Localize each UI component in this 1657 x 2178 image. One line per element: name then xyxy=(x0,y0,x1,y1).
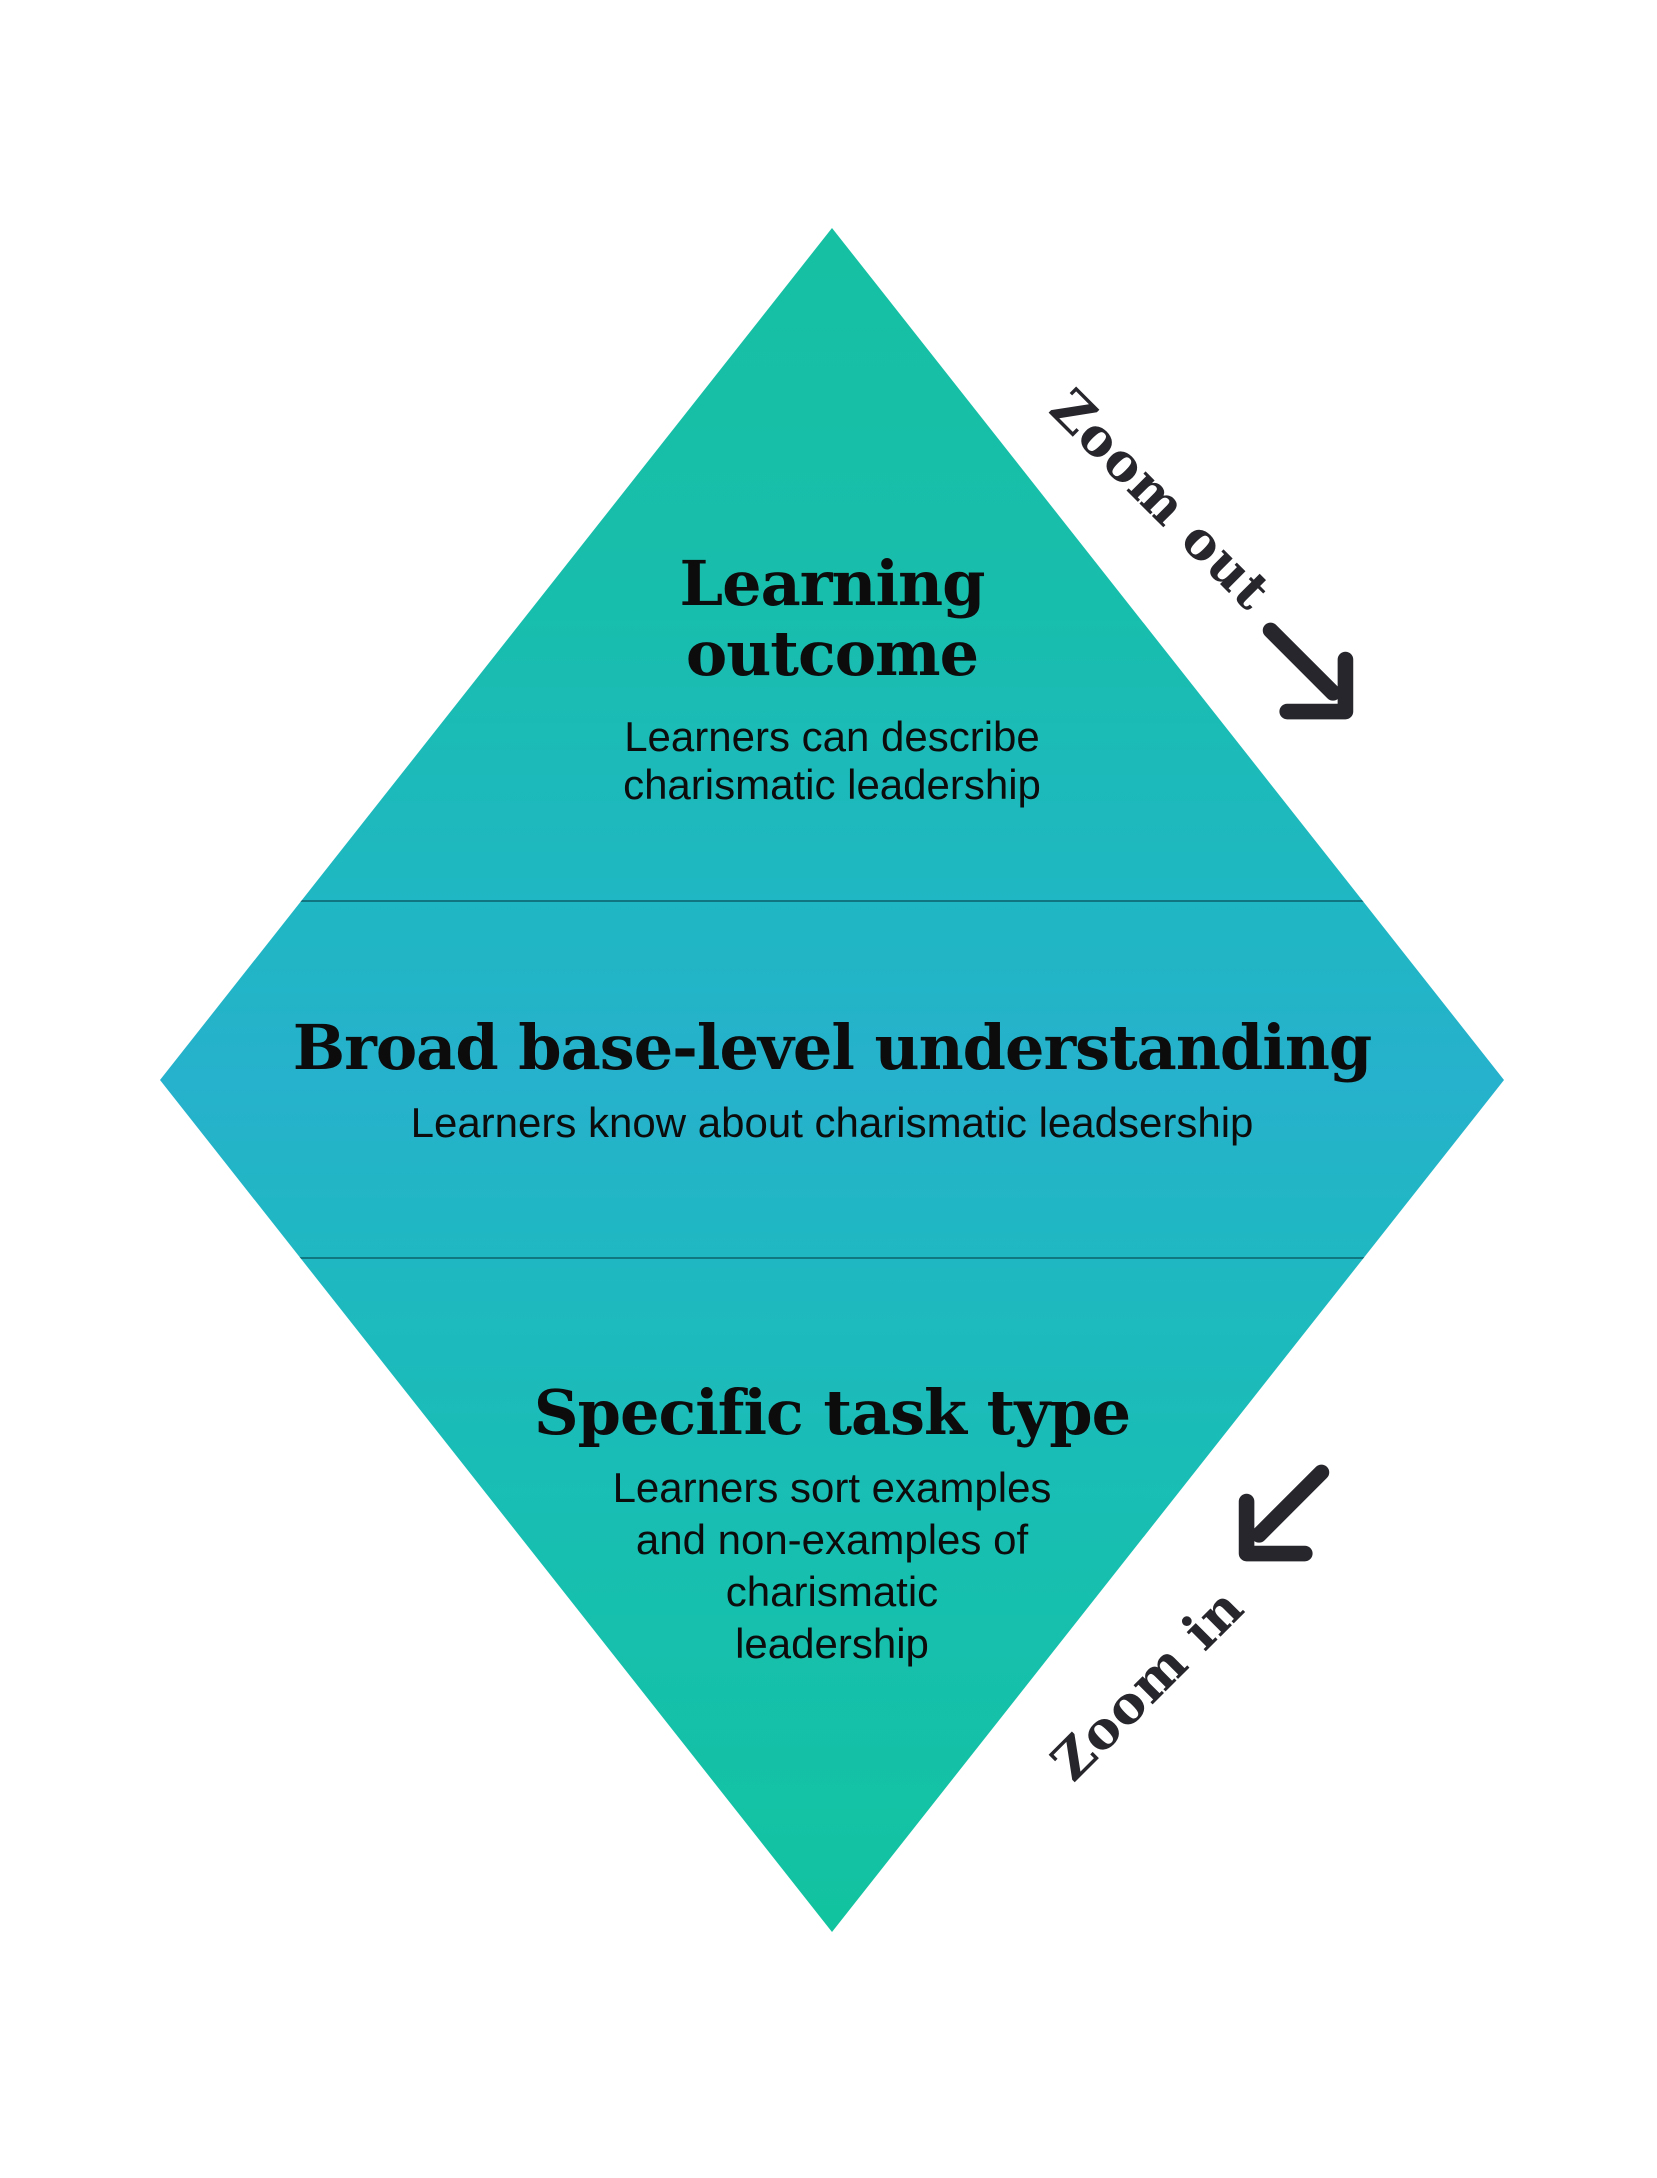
broad-base-title: Broad base-level understanding xyxy=(160,1013,1504,1083)
zoom-out-arrow-icon xyxy=(1262,622,1354,720)
specific-task-body: Learners sort examples and non-examples … xyxy=(160,1462,1504,1670)
body-line: charismatic xyxy=(725,1568,939,1615)
title-line: outcome xyxy=(685,617,979,690)
title-line: Learning xyxy=(679,547,986,620)
body-line: charismatic leadership xyxy=(623,761,1041,808)
body-line: leadership xyxy=(735,1620,929,1667)
section-divider-bottom xyxy=(160,1257,1504,1259)
zoom-in-arrow-icon xyxy=(1238,1464,1330,1562)
learning-outcome-title: Learning outcome xyxy=(160,549,1504,689)
diamond-shape: Learning outcome Learners can describe c… xyxy=(160,228,1504,1932)
learning-outcome-body: Learners can describe charismatic leader… xyxy=(160,713,1504,809)
section-divider-top xyxy=(160,900,1504,902)
body-line: Learners know about charismatic leadsers… xyxy=(410,1099,1254,1146)
specific-task-title: Specific task type xyxy=(160,1378,1504,1448)
body-line: Learners sort examples xyxy=(612,1464,1052,1511)
section-specific-task-type: Specific task type Learners sort example… xyxy=(160,1378,1504,1670)
body-line: Learners can describe xyxy=(624,713,1040,760)
title-line: Broad base-level understanding xyxy=(292,1011,1373,1084)
section-broad-base-level-understanding: Broad base-level understanding Learners … xyxy=(160,1013,1504,1147)
broad-base-body: Learners know about charismatic leadsers… xyxy=(160,1099,1504,1147)
title-line: Specific task type xyxy=(533,1376,1131,1449)
section-learning-outcome: Learning outcome Learners can describe c… xyxy=(160,549,1504,809)
body-line: and non-examples of xyxy=(635,1516,1029,1563)
